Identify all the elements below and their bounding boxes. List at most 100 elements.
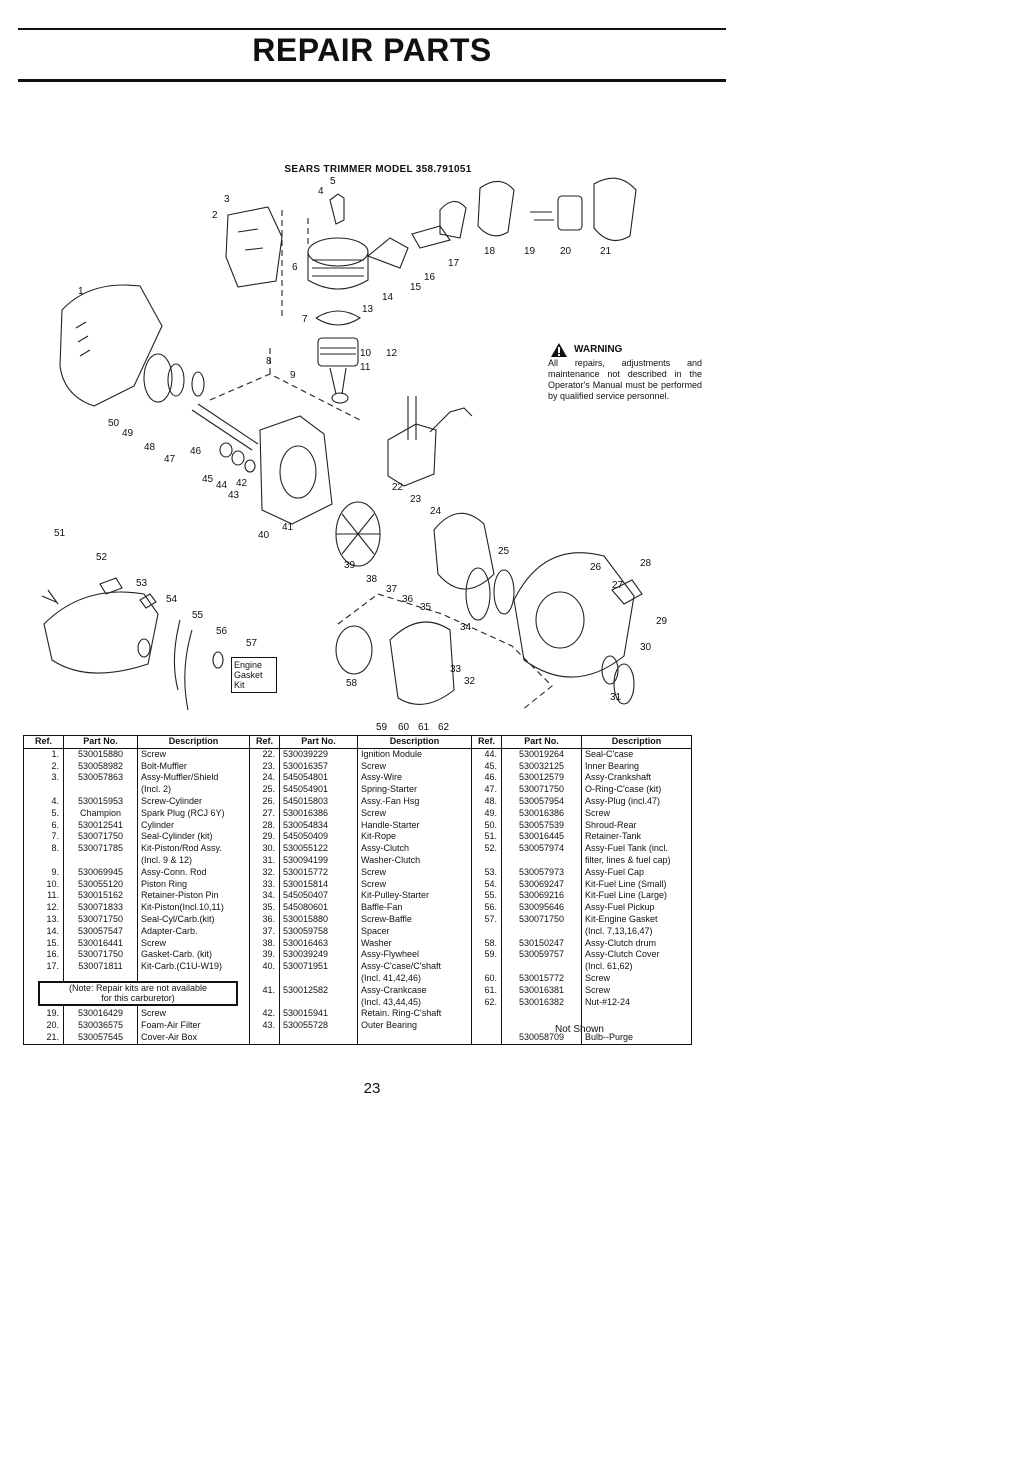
- table-cell: 10.: [23, 878, 64, 891]
- table-cell: 43.: [249, 1020, 280, 1032]
- table-cell: 530057547: [63, 925, 138, 938]
- svg-text:11: 11: [360, 362, 371, 373]
- table-cell: 8.: [23, 843, 64, 855]
- svg-text:58: 58: [346, 678, 358, 689]
- table-cell: [471, 1031, 502, 1045]
- table-cell: Nut-#12-24: [581, 996, 692, 1009]
- svg-text:56: 56: [216, 626, 228, 637]
- table-cell: Screw: [137, 1008, 250, 1021]
- table-cell: 57.: [471, 913, 502, 926]
- table-cell: 530071750: [501, 784, 582, 796]
- table-cell: Screw: [137, 937, 250, 950]
- svg-text:52: 52: [96, 552, 108, 563]
- table-cell: 530015941: [279, 1008, 358, 1021]
- svg-text:43: 43: [228, 490, 240, 501]
- table-cell: [471, 854, 502, 867]
- table-cell: 530032125: [501, 760, 582, 773]
- warning-triangle-icon: [551, 343, 567, 357]
- svg-text:53: 53: [136, 578, 148, 589]
- table-cell: [279, 972, 358, 985]
- table-cell: Shroud-Rear: [581, 819, 692, 832]
- diagram-title: SEARS TRIMMER MODEL 358.791051: [284, 164, 472, 175]
- table-cell: 39.: [249, 949, 280, 962]
- svg-text:27: 27: [612, 580, 624, 591]
- table-cell: Screw: [357, 807, 472, 820]
- table-cell: 27.: [249, 807, 280, 820]
- svg-text:7: 7: [302, 314, 308, 325]
- table-cell: Screw-Cylinder: [137, 795, 250, 808]
- table-cell: 530071750: [63, 913, 138, 926]
- table-cell: Assy-Plug (incl.47): [581, 795, 692, 808]
- engine-gasket-kit-label: Engine Gasket Kit: [231, 657, 277, 693]
- col-desc-1: Description: [137, 735, 250, 749]
- svg-text:12: 12: [386, 348, 398, 359]
- svg-text:17: 17: [448, 258, 460, 269]
- svg-text:34: 34: [460, 622, 472, 633]
- table-cell: [249, 1031, 280, 1045]
- table-cell: 530015814: [279, 878, 358, 891]
- table-cell: 28.: [249, 819, 280, 832]
- svg-text:59: 59: [376, 722, 388, 732]
- table-cell: 530016382: [501, 996, 582, 1009]
- table-cell: (Incl. 9 & 12): [137, 854, 250, 867]
- table-cell: Kit-Engine Gasket: [581, 913, 692, 926]
- table-cell: Screw: [581, 984, 692, 997]
- table-cell: [501, 854, 582, 867]
- svg-text:15: 15: [410, 282, 422, 293]
- table-cell: 21.: [23, 1031, 64, 1045]
- table-cell: (Incl. 41,42,46): [357, 972, 472, 985]
- table-cell: 29.: [249, 831, 280, 844]
- table-cell: [249, 972, 280, 985]
- parts-table: Ref. Part No. Description Ref. Part No. …: [23, 735, 692, 1045]
- table-cell: 61.: [471, 984, 502, 997]
- table-cell: Assy-Crankcase: [357, 984, 472, 997]
- table-cell: 4.: [23, 795, 64, 808]
- table-cell: 14.: [23, 925, 64, 938]
- svg-text:45: 45: [202, 474, 214, 485]
- table-cell: (Incl. 61,62): [581, 961, 692, 973]
- svg-text:30: 30: [640, 642, 652, 653]
- table-cell: 40.: [249, 961, 280, 973]
- table-cell: 530055728: [279, 1020, 358, 1032]
- table-cell: 41.: [249, 984, 280, 997]
- note-line-2: for this carburetor): [101, 993, 175, 1003]
- table-cell: 16.: [23, 949, 64, 962]
- table-cell: Inner Bearing: [581, 760, 692, 773]
- table-cell: 530059758: [279, 925, 358, 938]
- svg-text:6: 6: [292, 262, 298, 273]
- table-cell: 50.: [471, 819, 502, 832]
- svg-text:60: 60: [398, 722, 410, 732]
- table-cell: Assy.-Fan Hsg: [357, 795, 472, 808]
- table-cell: 530057545: [63, 1031, 138, 1045]
- table-cell: 38.: [249, 937, 280, 950]
- table-cell: 54.: [471, 878, 502, 891]
- table-cell: 30.: [249, 843, 280, 855]
- table-cell: 545080601: [279, 902, 358, 914]
- col-desc-3: Description: [581, 735, 692, 749]
- table-cell: 13.: [23, 913, 64, 926]
- table-cell: 26.: [249, 795, 280, 808]
- svg-text:46: 46: [190, 446, 202, 457]
- parts-table-header: Ref. Part No. Description Ref. Part No. …: [23, 735, 692, 749]
- table-cell: 23.: [249, 760, 280, 773]
- table-cell: Spark Plug (RCJ 6Y): [137, 807, 250, 820]
- table-cell: 2.: [23, 760, 64, 773]
- table-cell: Kit-Fuel Line (Small): [581, 878, 692, 891]
- table-cell: Seal-Cyl/Carb.(kit): [137, 913, 250, 926]
- svg-text:41: 41: [282, 522, 294, 533]
- table-cell: Screw: [581, 807, 692, 820]
- table-cell: Bolt-Muffler: [137, 760, 250, 773]
- table-cell: Assy-C'case/C'shaft: [357, 961, 472, 973]
- table-cell: 58.: [471, 937, 502, 950]
- table-cell: Ignition Module: [357, 748, 472, 761]
- svg-text:26: 26: [590, 562, 602, 573]
- table-cell: 25.: [249, 784, 280, 796]
- table-cell: Retainer-Tank: [581, 831, 692, 844]
